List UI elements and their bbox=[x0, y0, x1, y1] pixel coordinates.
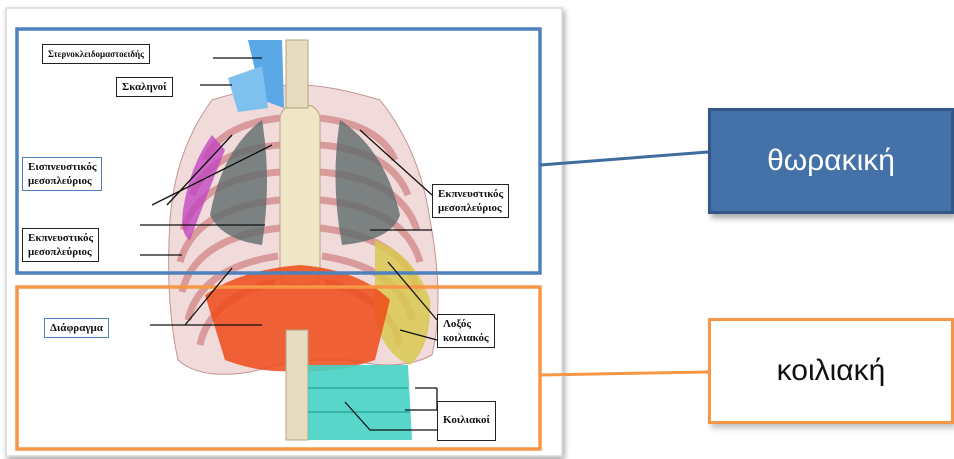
label-abdominals: Κοιλιακοί bbox=[437, 401, 496, 441]
label-oblique-line2: κοιλιακός bbox=[443, 331, 489, 345]
thoracic-callout: θωρακική bbox=[708, 108, 954, 214]
label-expiratory-right-line1: Εκπνευστικός bbox=[438, 187, 503, 201]
thoracic-connector bbox=[540, 152, 708, 165]
thoracic-callout-text: θωρακική bbox=[767, 144, 895, 178]
abdominal-callout-text: κοιλιακή bbox=[777, 354, 886, 388]
lumbar-spine bbox=[286, 330, 308, 440]
label-inspiratory-line1: Εισπνευστικός bbox=[28, 160, 96, 174]
cervical-spine bbox=[286, 40, 308, 108]
label-inspiratory-intercostal: Εισπνευστικός μεσοπλεύριος bbox=[22, 157, 102, 191]
label-expiratory-intercostal-right: Εκπνευστικός μεσοπλεύριος bbox=[432, 184, 509, 218]
label-oblique-line1: Λοξός bbox=[443, 317, 489, 331]
abdominal-muscle bbox=[308, 365, 412, 440]
label-diaphragm: Διάφραγμα bbox=[44, 318, 109, 338]
label-inspiratory-line2: μεσοπλεύριος bbox=[28, 174, 96, 188]
label-expiratory-right-line2: μεσοπλεύριος bbox=[438, 201, 503, 215]
label-scalenes: Σκαληνοί bbox=[116, 77, 173, 97]
abdominal-callout: κοιλιακή bbox=[708, 318, 954, 424]
label-oblique: Λοξός κοιλιακός bbox=[437, 314, 495, 348]
label-sternocleidomastoid: Στερνοκλειδομαστοειδής bbox=[42, 44, 150, 64]
abdominal-connector bbox=[540, 372, 708, 375]
sternum bbox=[280, 105, 320, 285]
label-expiratory-intercostal-left: Εκπνευστικός μεσοπλεύριος bbox=[22, 228, 99, 262]
label-expiratory-left-line2: μεσοπλεύριος bbox=[28, 245, 93, 259]
label-expiratory-left-line1: Εκπνευστικός bbox=[28, 231, 93, 245]
